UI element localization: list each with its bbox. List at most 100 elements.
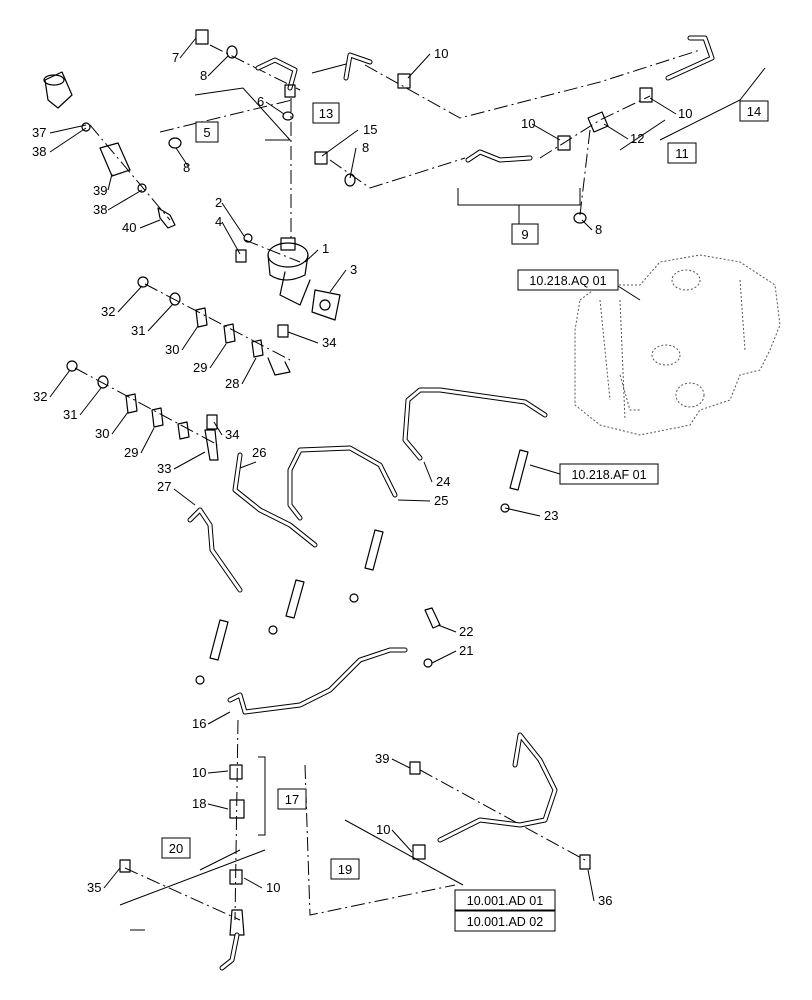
callout-leader [243, 877, 263, 889]
bracket-stack-upper [137, 276, 291, 376]
callout-leader [103, 867, 121, 889]
fuel-return-line [227, 607, 441, 715]
callout-number: 35 [87, 880, 101, 895]
svg-text:10.001.AD 02: 10.001.AD 02 [467, 915, 543, 929]
callout-number: 25 [434, 493, 448, 508]
callout-number: 34 [225, 427, 239, 442]
boxed-callout-20: 20 [161, 837, 191, 859]
injector-pipe-26 [232, 452, 318, 548]
callout-number: 38 [93, 202, 107, 217]
reference-box-10-001-ad02[interactable]: 10.001.AD 02 [454, 910, 556, 932]
callout-number: 38 [32, 144, 46, 159]
lower-tee-assembly [119, 764, 245, 971]
callout-leader [349, 147, 357, 179]
injector-pipe-25 [287, 445, 398, 521]
callout-number: 8 [200, 68, 207, 83]
engine-block-reference [574, 254, 781, 436]
callout-number: 27 [157, 479, 171, 494]
callout-number: 10 [266, 880, 280, 895]
svg-text:11: 11 [675, 146, 689, 161]
boxed-callout-17: 17 [277, 788, 307, 810]
callout-leader [437, 624, 457, 633]
callout-leader [181, 325, 199, 351]
callout-number: 8 [595, 222, 602, 237]
injector-nozzles [195, 449, 529, 685]
svg-text:17: 17 [285, 792, 299, 807]
callout-leader [329, 269, 347, 293]
callout-leader [239, 461, 257, 469]
callout-leader [603, 123, 629, 140]
callout-leader [207, 803, 229, 810]
callout-number: 10 [434, 46, 448, 61]
pipe-13 [343, 52, 373, 81]
callout-leader [79, 387, 102, 416]
callout-number: 8 [362, 140, 369, 155]
fuel-lift-pump [267, 237, 341, 321]
callout-number: 33 [157, 461, 171, 476]
callout-number: 37 [32, 125, 46, 140]
callout-leader [321, 129, 359, 157]
boxed-callout-9: 9 [511, 223, 539, 245]
callout-number: 8 [183, 160, 190, 175]
callout-number: 21 [459, 643, 473, 658]
callout-leader [49, 127, 87, 153]
callout-number: 18 [192, 796, 206, 811]
callout-leader [397, 499, 431, 502]
callout-number: 10 [192, 765, 206, 780]
callout-leader [117, 285, 143, 313]
callout-leader [175, 147, 189, 167]
callout-leader [213, 421, 223, 436]
pipe-19 [409, 732, 591, 870]
callout-leader [209, 343, 227, 369]
callout-number: 29 [124, 445, 138, 460]
boxed-callout-14: 14 [739, 100, 769, 122]
svg-text:13: 13 [319, 106, 333, 121]
callout-leader [649, 97, 677, 115]
callout-leader [207, 55, 229, 77]
callout-number: 7 [172, 50, 179, 65]
callout-leader [221, 202, 245, 237]
boxed-callout-19: 19 [330, 858, 360, 880]
callout-leader [304, 249, 319, 263]
svg-text:10.218.AF 01: 10.218.AF 01 [571, 468, 646, 482]
callout-leader [49, 124, 87, 134]
callout-leader [431, 650, 457, 664]
callout-number: 10 [376, 822, 390, 837]
callout-number: 2 [215, 195, 222, 210]
callout-leader [139, 219, 161, 229]
svg-text:9: 9 [521, 227, 528, 242]
callout-leader [107, 189, 143, 211]
callout-number: 30 [95, 426, 109, 441]
pipe-14 [665, 35, 715, 81]
callout-leader [391, 829, 413, 853]
boxed-callout-13: 13 [312, 102, 340, 124]
callout-number: 32 [33, 389, 47, 404]
callout-leader [265, 101, 285, 115]
callout-leader [581, 219, 593, 231]
callout-leader [207, 770, 229, 774]
callout-number: 30 [165, 342, 179, 357]
callout-leader [241, 357, 257, 385]
callout-leader [207, 711, 231, 725]
svg-text:10.218.AQ 01: 10.218.AQ 01 [529, 274, 606, 288]
callout-leader [140, 427, 155, 454]
sensor-stack [43, 71, 176, 229]
callout-leader [173, 488, 196, 506]
callout-leader [287, 331, 319, 344]
reference-box-10-218-af01[interactable]: 10.218.AF 01 [559, 463, 659, 485]
callout-leader [179, 37, 197, 59]
boxed-callout-11: 11 [667, 142, 697, 164]
callout-number: 1 [322, 241, 329, 256]
injector-pipe-24 [402, 387, 548, 461]
callout-number: 22 [459, 624, 473, 639]
callout-leader [49, 369, 71, 398]
reference-box-10-218-aq01[interactable]: 10.218.AQ 01 [517, 269, 619, 291]
reference-box-10-001-ad01[interactable]: 10.001.AD 01 [454, 889, 556, 911]
boxed-callout-5: 5 [195, 121, 219, 143]
svg-text:20: 20 [169, 841, 183, 856]
callout-number: 39 [375, 751, 389, 766]
svg-text:19: 19 [338, 862, 352, 877]
svg-text:5: 5 [203, 125, 210, 140]
callout-number: 26 [252, 445, 266, 460]
